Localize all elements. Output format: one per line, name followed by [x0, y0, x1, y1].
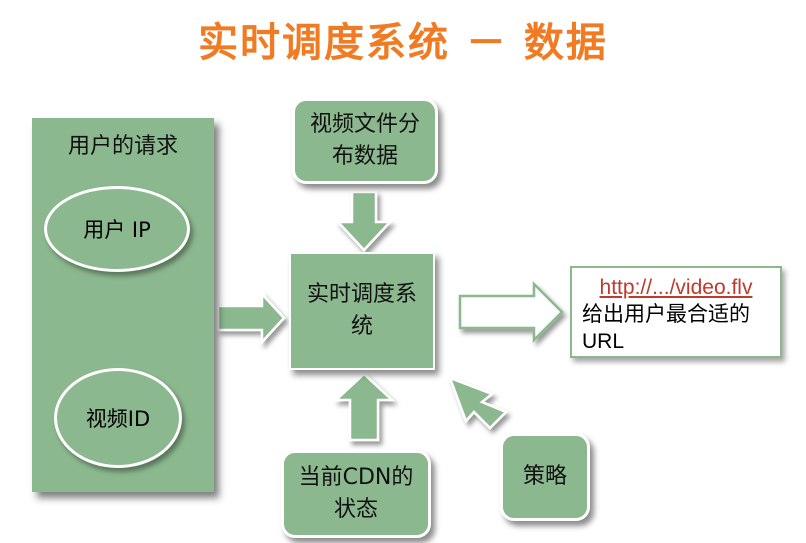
arrow-strategy-to-scheduler	[447, 375, 509, 430]
strategy-label: 策略	[522, 464, 567, 489]
output-description: 给出用户最合适的URL	[582, 303, 750, 353]
file-distribution-label: 视频文件分布数据	[310, 112, 421, 169]
user-request-label: 用户的请求	[67, 134, 178, 159]
video-url-link[interactable]: http://.../video.flv	[599, 276, 753, 299]
output-box: http://.../video.flv 给出用户最合适的URL	[570, 266, 782, 358]
scheduler-label: 实时调度系统	[307, 282, 418, 339]
strategy-box: 策略	[500, 433, 590, 521]
arrow-scheduler-to-output	[458, 280, 564, 344]
cdn-status-label: 当前CDN的状态	[298, 465, 414, 522]
video-id-label: 视频ID	[85, 407, 151, 431]
video-id-ellipse: 视频ID	[54, 368, 182, 468]
arrow-distribution-to-scheduler	[335, 190, 393, 252]
scheduler-box: 实时调度系统	[289, 252, 435, 370]
page-title: 实时调度系统 － 数据	[198, 20, 608, 66]
user-ip-label: 用户 IP	[83, 218, 151, 242]
file-distribution-box: 视频文件分布数据	[292, 98, 438, 184]
arrow-user-to-scheduler	[216, 290, 286, 346]
cdn-status-box: 当前CDN的状态	[281, 450, 431, 538]
arrow-cdn-to-scheduler	[332, 372, 396, 442]
user-ip-ellipse: 用户 IP	[44, 186, 190, 272]
